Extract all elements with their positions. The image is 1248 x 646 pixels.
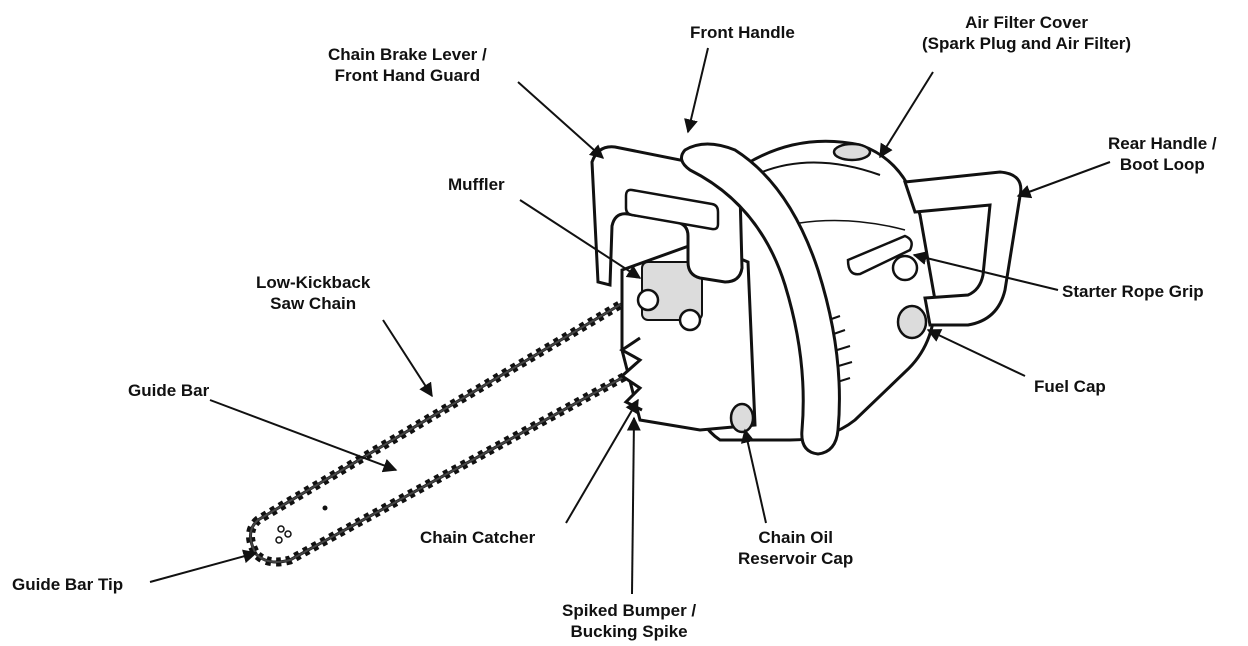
arrow-muffler — [519, 199, 642, 279]
label-spiked-bumper: Spiked Bumper / Bucking Spike — [562, 601, 697, 641]
air-filter-cover — [832, 142, 872, 162]
arrow-fuel-cap — [926, 329, 1026, 377]
label-low-kickback: Low-Kickback Saw Chain — [256, 273, 371, 313]
arrow-starter-rope — [912, 251, 1059, 291]
arrow-spiked-bumper — [626, 416, 641, 595]
label-rear-handle: Rear Handle / Boot Loop — [1108, 134, 1217, 174]
guide-bar — [249, 297, 642, 564]
label-muffler: Muffler — [448, 175, 505, 194]
arrow-chain-oil — [740, 428, 767, 524]
label-fuel-cap: Fuel Cap — [1034, 377, 1106, 396]
label-air-filter-cover: Air Filter Cover (Spark Plug and Air Fil… — [922, 13, 1132, 53]
arrow-low-kickback — [382, 319, 433, 398]
arrow-front-handle — [684, 47, 709, 134]
chain-oil-cap — [729, 402, 755, 434]
arrow-chain-catcher — [565, 398, 639, 524]
label-guide-bar: Guide Bar — [128, 381, 210, 400]
label-chain-brake: Chain Brake Lever / Front Hand Guard — [328, 45, 487, 85]
spiked-bumper — [619, 336, 643, 412]
starter-rope-grip — [846, 234, 919, 282]
label-chain-oil: Chain Oil Reservoir Cap — [738, 528, 854, 568]
leader-lines — [149, 47, 1111, 595]
label-starter-rope: Starter Rope Grip — [1062, 282, 1204, 301]
label-front-handle: Front Handle — [690, 23, 795, 42]
side-plate — [620, 240, 757, 432]
arrow-rear-handle — [1016, 161, 1111, 199]
arrow-guide-bar — [209, 399, 398, 473]
front-handle — [679, 142, 841, 456]
arrow-chain-brake — [517, 81, 605, 159]
label-chain-catcher: Chain Catcher — [420, 528, 536, 547]
arrow-guide-bar-tip — [149, 549, 258, 583]
rear-handle — [902, 170, 1023, 327]
arrow-air-filter-cover — [879, 71, 934, 159]
label-guide-bar-tip: Guide Bar Tip — [12, 575, 124, 594]
fuel-cap — [896, 304, 928, 340]
